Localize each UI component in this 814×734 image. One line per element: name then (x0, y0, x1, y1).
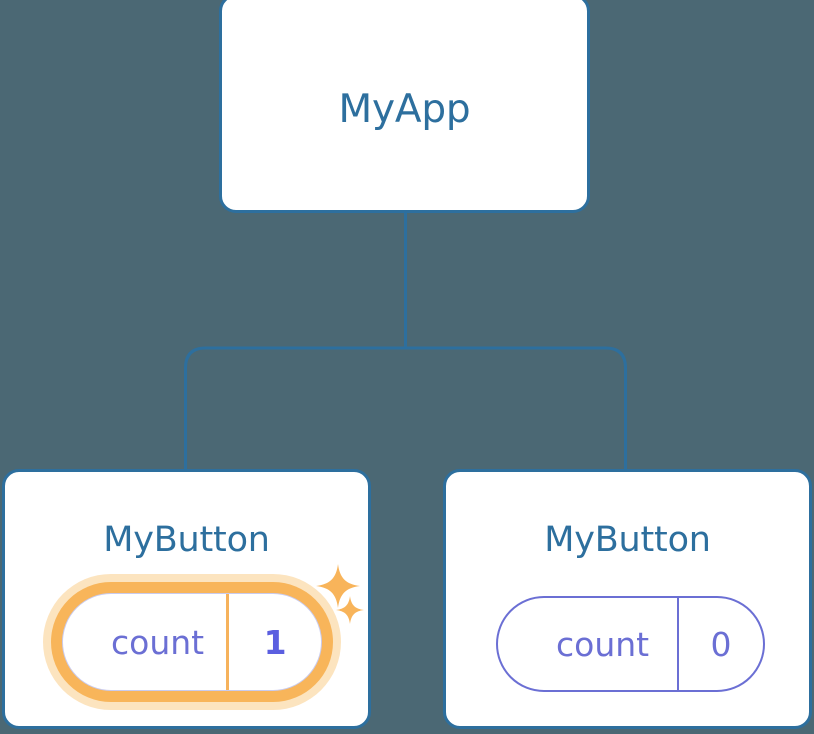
state-pill-plain[interactable]: count 0 (496, 596, 765, 692)
node-myapp[interactable]: MyApp (219, 0, 590, 213)
node-mybutton-right[interactable]: MyButton count 0 (443, 469, 812, 729)
state-key-label: count (111, 622, 205, 662)
node-title-myapp: MyApp (338, 87, 471, 132)
connector-branch-bus (184, 346, 627, 469)
node-mybutton-left[interactable]: MyButton count 1 (2, 469, 371, 729)
node-title-mybutton-right: MyButton (544, 520, 711, 560)
state-key-label: count (556, 624, 650, 664)
state-value-label: 0 (677, 598, 763, 690)
state-value-label: 1 (226, 594, 321, 690)
state-pill-inner: count 1 (62, 593, 322, 691)
state-pill-highlighted[interactable]: count 1 (43, 574, 341, 710)
node-title-mybutton-left: MyButton (103, 520, 270, 560)
